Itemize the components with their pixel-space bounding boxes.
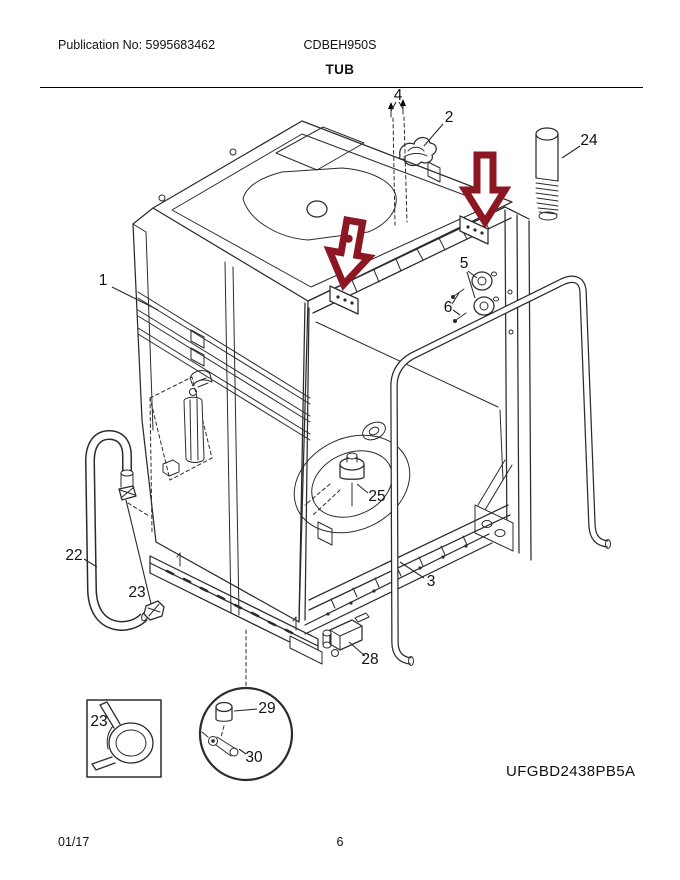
- highlight-arrow-icon: [323, 216, 376, 291]
- clamp-23-inset-box: [86, 699, 162, 778]
- drawing-code: UFGBD2438PB5A: [506, 763, 636, 780]
- part-24-bolt-artwork: [535, 127, 559, 221]
- highlight-arrow-icon: [458, 151, 512, 229]
- part-3-frame-tube-artwork: [390, 275, 611, 666]
- model-number: CDBEH950S: [303, 38, 377, 52]
- parts-29-30-inset-circle: [198, 686, 294, 782]
- part-22-hose-artwork: [85, 430, 165, 631]
- section-title: TUB: [325, 62, 355, 77]
- tub-body-artwork: [132, 120, 532, 665]
- footer-page-number: 6: [336, 835, 344, 849]
- part-25-hub: [304, 452, 365, 517]
- footer-date: 01/17: [58, 835, 90, 849]
- publication-number: Publication No: 5995683462: [58, 38, 216, 52]
- part-28-latch-artwork: [322, 612, 370, 657]
- callout-leader-lines: [83, 101, 581, 755]
- parts-5-6-grommets-artwork: [451, 271, 499, 323]
- part-2-clip-artwork: [388, 99, 437, 226]
- header-rule: [40, 87, 643, 88]
- vent-assembly-artwork: [149, 370, 213, 533]
